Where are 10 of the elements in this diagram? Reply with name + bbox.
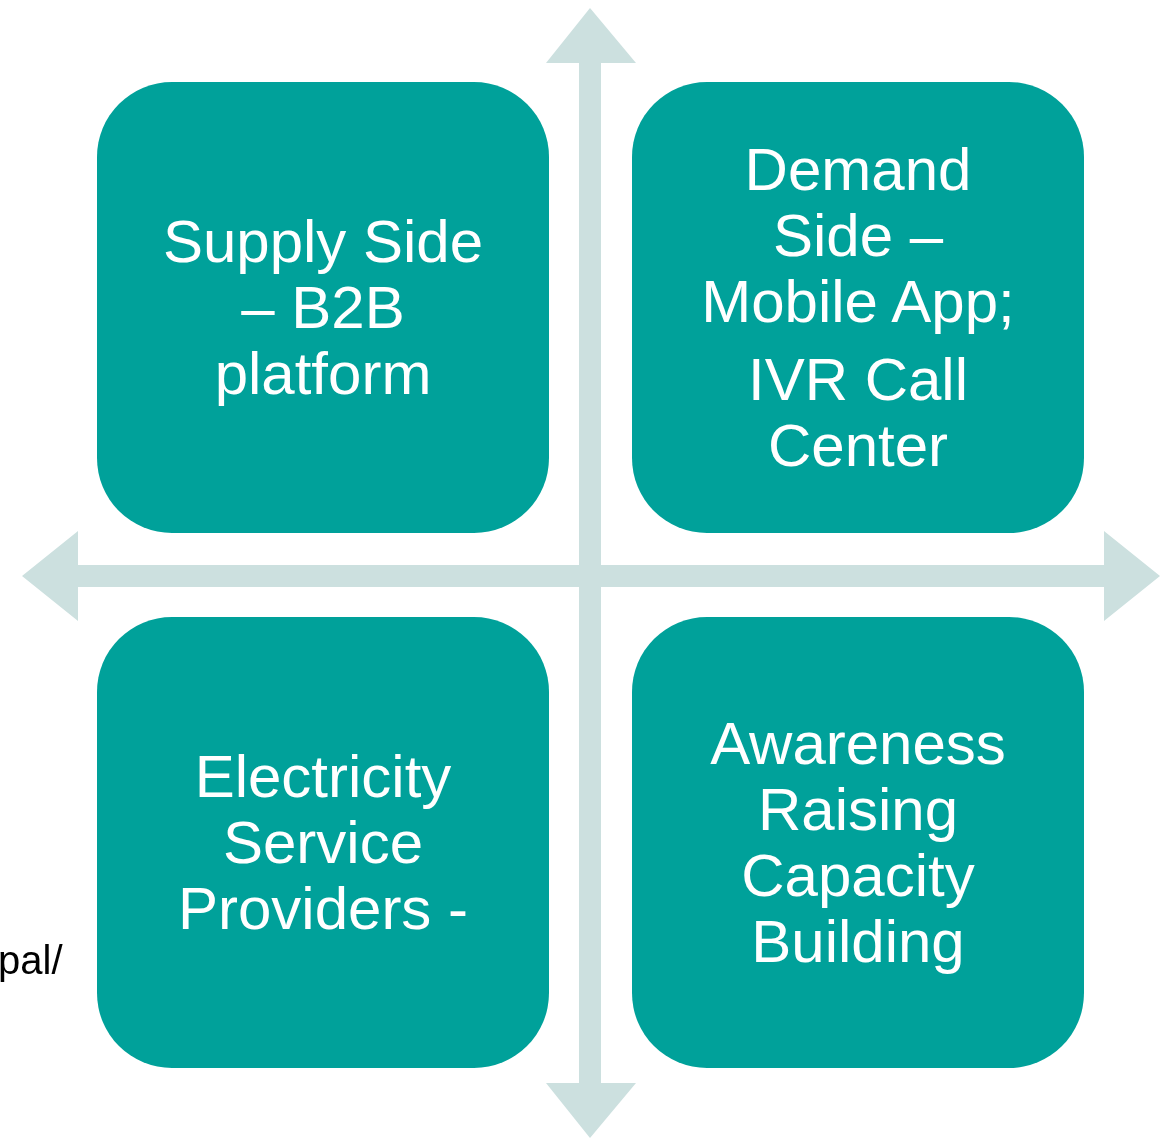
box-text: Supply Side – B2B platform xyxy=(161,208,485,407)
rounded-box xyxy=(632,617,1084,1068)
rounded-box xyxy=(97,82,549,533)
box-text: IVR Call Center xyxy=(746,346,970,479)
box-text: Electricity Service Providers - xyxy=(176,743,470,942)
box-text: Awareness Raising Capacity Building xyxy=(709,710,1007,975)
rounded-box xyxy=(97,617,549,1068)
rounded-box xyxy=(632,82,1084,533)
text-fragment: pal/ xyxy=(0,938,63,983)
box-text: Demand Side – Mobile App; xyxy=(700,136,1016,335)
